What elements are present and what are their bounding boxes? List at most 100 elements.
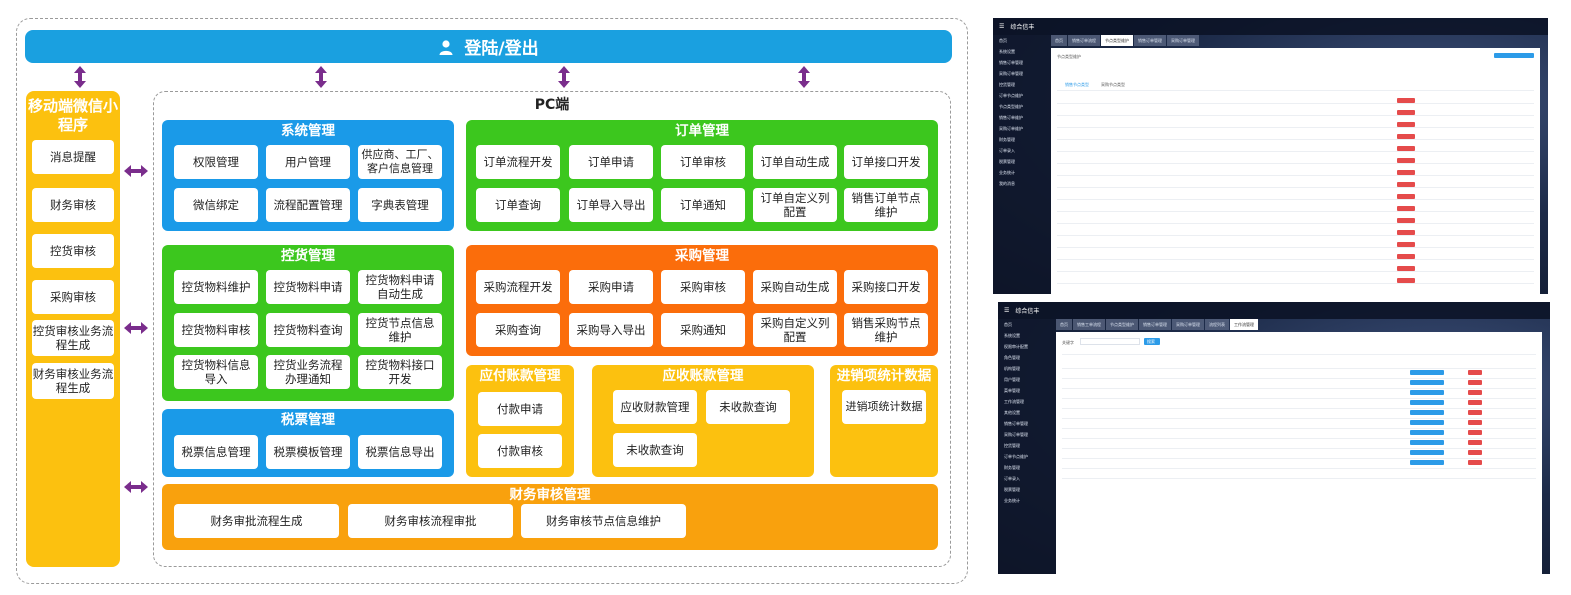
sidebar-item[interactable]: 业务统计 — [999, 169, 1015, 175]
module-item[interactable]: 订单接口开发 — [844, 145, 928, 179]
module-item[interactable]: 进销项统计数据 — [842, 390, 926, 424]
tab[interactable]: 流程列表 — [1205, 319, 1229, 330]
sidebar-item[interactable]: 工作流管理 — [1004, 398, 1024, 404]
tab[interactable]: 首页 — [1051, 35, 1067, 46]
delete-button[interactable] — [1468, 370, 1482, 375]
sidebar-item[interactable]: 采购订单管理 — [999, 70, 1023, 76]
module-item[interactable]: 控货物料申请 — [266, 270, 350, 304]
module-item[interactable]: 未收款查询 — [613, 433, 697, 467]
delete-button[interactable] — [1397, 266, 1415, 271]
module-item[interactable]: 采购导入导出 — [569, 313, 653, 347]
delete-button[interactable] — [1397, 206, 1415, 211]
login-logout-bar[interactable]: 登陆/登出 — [25, 30, 952, 63]
tab[interactable]: 采购订单管理 — [1167, 35, 1199, 46]
sidebar-item[interactable]: 销售订单管理 — [999, 59, 1023, 65]
module-item[interactable]: 采购通知 — [661, 313, 745, 347]
workflow-button[interactable] — [1410, 460, 1444, 465]
module-item[interactable]: 订单流程开发 — [476, 145, 560, 179]
sidebar-item[interactable]: 菜单管理 — [1004, 387, 1020, 393]
workflow-button[interactable] — [1410, 380, 1444, 385]
workflow-button[interactable] — [1410, 450, 1444, 455]
tab[interactable]: 节点类型维护 — [1106, 319, 1138, 330]
mobile-item[interactable]: 财务审核业务流程生成 — [32, 363, 114, 399]
module-item[interactable]: 用户管理 — [266, 145, 350, 179]
module-item[interactable]: 订单自动生成 — [753, 145, 837, 179]
search-button[interactable]: 搜索 — [1144, 338, 1160, 345]
module-item[interactable]: 财务审核节点信息维护 — [521, 504, 686, 538]
delete-button[interactable] — [1397, 98, 1415, 103]
module-item[interactable]: 税票信息导出 — [358, 435, 442, 469]
sidebar-item[interactable]: 角色管理 — [1004, 354, 1020, 360]
module-item[interactable]: 采购申请 — [569, 270, 653, 304]
module-item[interactable]: 权限管理 — [174, 145, 258, 179]
module-item[interactable]: 采购自定义列配置 — [753, 313, 837, 347]
add-button[interactable] — [1494, 53, 1534, 58]
module-item[interactable]: 控货物料申请自动生成 — [358, 270, 442, 304]
sidebar-item[interactable]: 机构管理 — [1004, 365, 1020, 371]
module-item[interactable]: 订单申请 — [569, 145, 653, 179]
module-item[interactable]: 税票模板管理 — [266, 435, 350, 469]
delete-button[interactable] — [1397, 110, 1415, 115]
mobile-item[interactable]: 控货审核 — [32, 234, 114, 268]
sidebar-item[interactable]: 其他设置 — [1004, 409, 1020, 415]
tab[interactable]: 销售工单流程 — [1073, 319, 1105, 330]
subtab[interactable]: 采购节点类型 — [1101, 82, 1125, 87]
module-item[interactable]: 未收款查询 — [706, 390, 790, 424]
sidebar-item[interactable]: 业务统计 — [1004, 497, 1020, 503]
delete-button[interactable] — [1468, 450, 1482, 455]
module-item[interactable]: 采购自动生成 — [753, 270, 837, 304]
delete-button[interactable] — [1397, 158, 1415, 163]
module-item[interactable]: 订单导入导出 — [569, 188, 653, 222]
sidebar-item[interactable]: 首页 — [1004, 321, 1012, 327]
sidebar-item[interactable]: 控货管理 — [999, 81, 1015, 87]
sidebar-item[interactable]: 采购订单维护 — [999, 125, 1023, 131]
sidebar-item[interactable]: 订单录入 — [999, 147, 1015, 153]
module-item[interactable]: 控货节点信息维护 — [358, 313, 442, 347]
module-item[interactable]: 财务审核流程审批 — [348, 504, 513, 538]
workflow-button[interactable] — [1410, 370, 1444, 375]
module-item[interactable]: 供应商、工厂、客户信息管理 — [358, 145, 442, 179]
sidebar-item[interactable]: 税票管理 — [999, 158, 1015, 164]
sidebar-item[interactable]: 订单节点维护 — [1004, 453, 1028, 459]
delete-button[interactable] — [1397, 182, 1415, 187]
module-item[interactable]: 订单通知 — [661, 188, 745, 222]
sidebar-item[interactable]: 销售订单维护 — [999, 114, 1023, 120]
tab[interactable]: 销售订单管理 — [1139, 319, 1171, 330]
module-item[interactable]: 订单查询 — [476, 188, 560, 222]
menu-icon[interactable]: ☰ — [1004, 307, 1010, 314]
sidebar-item[interactable]: 税票管理 — [1004, 486, 1020, 492]
sidebar-item[interactable]: 采购订单管理 — [1004, 431, 1028, 437]
module-item[interactable]: 控货物料维护 — [174, 270, 258, 304]
delete-button[interactable] — [1397, 278, 1415, 283]
delete-button[interactable] — [1397, 242, 1415, 247]
delete-button[interactable] — [1397, 122, 1415, 127]
mobile-item[interactable]: 采购审核 — [32, 280, 114, 314]
module-item[interactable]: 采购流程开发 — [476, 270, 560, 304]
module-item[interactable]: 付款审核 — [478, 434, 562, 468]
module-item[interactable]: 销售订单节点维护 — [844, 188, 928, 222]
workflow-button[interactable] — [1410, 440, 1444, 445]
delete-button[interactable] — [1468, 420, 1482, 425]
module-item[interactable]: 付款申请 — [478, 392, 562, 426]
sidebar-item[interactable]: 控货管理 — [1004, 442, 1020, 448]
delete-button[interactable] — [1397, 230, 1415, 235]
sidebar-item[interactable]: 订单节点维护 — [999, 92, 1023, 98]
delete-button[interactable] — [1397, 146, 1415, 151]
sidebar-item[interactable]: 系统设置 — [999, 48, 1015, 54]
workflow-button[interactable] — [1410, 420, 1444, 425]
module-item[interactable]: 销售采购节点维护 — [844, 313, 928, 347]
delete-button[interactable] — [1397, 134, 1415, 139]
tab[interactable]: 首页 — [1056, 319, 1072, 330]
mobile-item[interactable]: 消息提醒 — [32, 140, 114, 174]
sidebar-item[interactable]: 系统设置 — [1004, 332, 1020, 338]
workflow-button[interactable] — [1410, 410, 1444, 415]
module-item[interactable]: 采购审核 — [661, 270, 745, 304]
tab[interactable]: 采购订单管理 — [1172, 319, 1204, 330]
workflow-button[interactable] — [1410, 390, 1444, 395]
module-item[interactable]: 流程配置管理 — [266, 188, 350, 222]
module-item[interactable]: 财务审批流程生成 — [174, 504, 339, 538]
mobile-item[interactable]: 财务审核 — [32, 188, 114, 222]
module-item[interactable]: 字典表管理 — [358, 188, 442, 222]
delete-button[interactable] — [1397, 170, 1415, 175]
module-item[interactable]: 应收财款管理 — [613, 390, 697, 424]
